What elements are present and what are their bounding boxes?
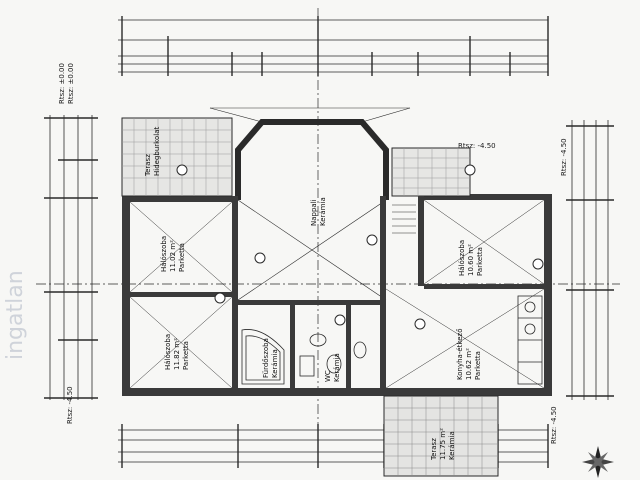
room-area: 10.62 m²: [465, 348, 473, 380]
room-name: Hálószoba: [458, 240, 466, 276]
watermark: ingatlan: [3, 270, 28, 360]
title-block: Rtsz: ±0.00 Rtsz: ±0.00: [58, 63, 75, 104]
sink-and-wc: [299, 333, 367, 377]
terrace-top-right: [391, 147, 471, 197]
room-floor: Parketta: [182, 341, 190, 370]
title-line: Rtsz: ±0.00: [58, 63, 66, 104]
room-name: Nappali: [310, 199, 318, 226]
room-area: 11.82 m²: [173, 338, 181, 370]
room-floor: Parketta: [476, 247, 484, 276]
room-area: 11.02 m²: [169, 240, 177, 272]
level-note: Rtsz: -4.50: [66, 386, 74, 424]
room-area: 11.75 m²: [439, 428, 447, 460]
room-name: Terasz: [144, 154, 152, 177]
living-room-bay: [235, 119, 389, 200]
room-name: Fürdőszoba: [261, 338, 270, 378]
room-floor: Kerámia: [448, 431, 456, 460]
level-note: Rtsz: -4.50: [550, 406, 558, 444]
room-name: Hálószoba: [164, 334, 172, 370]
north-arrow-icon: [582, 446, 614, 478]
room-floor: Parketta: [178, 243, 186, 272]
room-name: Konyha-étkező: [455, 329, 464, 380]
room-name: Hálószoba: [160, 236, 168, 272]
room-area: Hidegburkolat: [153, 127, 161, 176]
room-floor: Kerámia: [271, 349, 279, 378]
section-markers: [176, 164, 544, 330]
terrace-bottom-right: [383, 395, 499, 477]
title-line: Rtsz: ±0.00: [67, 63, 75, 104]
kitchen-counter: [517, 295, 543, 385]
interior-walls: [130, 196, 544, 388]
level-note: Rtsz: -4.50: [458, 142, 496, 150]
level-note: Rtsz: -4.50: [560, 138, 568, 176]
living-room-diagonals: [209, 107, 411, 301]
room-floor: Parketta: [474, 351, 482, 380]
entrance-stairs: [392, 204, 416, 234]
room-floor: Kerámia: [333, 353, 341, 382]
room-labels: Terasz Hidegburkolat Hálószoba 11.02 m² …: [144, 127, 484, 461]
right-dimension-lines: [566, 120, 614, 400]
room-name: WC: [324, 370, 332, 382]
terrace-top-left: [121, 117, 233, 197]
room-area: 10.60 m²: [467, 244, 475, 276]
room-floor: Kerámia: [319, 197, 327, 226]
outer-walls: [122, 194, 552, 396]
bathtub: [241, 329, 285, 385]
left-dimension-lines: [44, 115, 98, 400]
room-name: Terasz: [430, 438, 438, 461]
